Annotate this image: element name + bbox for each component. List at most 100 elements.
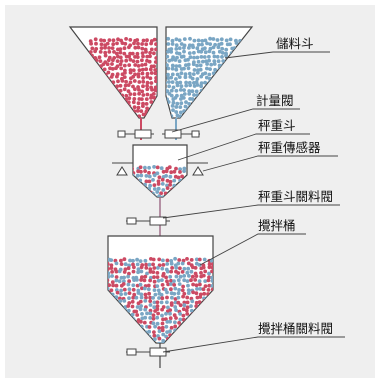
particle	[182, 184, 187, 188]
particle	[135, 173, 140, 178]
particle	[182, 322, 186, 326]
particle	[178, 266, 182, 271]
particle	[136, 267, 141, 271]
particle	[169, 278, 173, 283]
particle	[115, 51, 119, 56]
particle	[91, 104, 96, 109]
particle	[148, 183, 153, 188]
particle	[166, 97, 167, 102]
particle	[221, 59, 226, 63]
particle	[186, 117, 191, 118]
particle	[99, 97, 104, 102]
particle	[147, 291, 152, 296]
particle	[182, 92, 187, 96]
particle	[152, 109, 157, 114]
particle	[173, 305, 178, 309]
particle	[139, 304, 144, 308]
particle	[156, 179, 161, 184]
particle	[158, 38, 162, 42]
particle	[174, 274, 179, 279]
particle	[158, 77, 162, 81]
particle	[122, 334, 127, 338]
particle	[111, 38, 116, 43]
particle	[178, 317, 183, 322]
particle	[174, 88, 179, 93]
particle	[187, 332, 191, 337]
particle	[91, 62, 96, 66]
particle	[197, 257, 202, 262]
particle	[148, 76, 153, 81]
particle	[233, 87, 238, 92]
particle	[145, 311, 149, 316]
particle	[140, 58, 144, 63]
particle	[165, 258, 170, 263]
particle	[136, 41, 140, 46]
particle	[200, 96, 204, 101]
particle	[138, 259, 143, 263]
particle	[145, 75, 150, 79]
particle	[184, 325, 189, 330]
particle	[90, 75, 95, 79]
particle	[182, 274, 187, 278]
particle	[157, 341, 162, 343]
particle	[119, 330, 124, 335]
particle	[193, 325, 197, 330]
particle	[130, 114, 135, 118]
particle	[133, 178, 136, 182]
particle	[88, 50, 93, 54]
particle	[132, 97, 137, 101]
particle	[220, 46, 225, 51]
particle	[169, 261, 174, 266]
particle	[195, 55, 200, 60]
particle	[210, 316, 213, 321]
particle	[108, 334, 110, 339]
particle	[135, 262, 140, 267]
particle	[237, 96, 242, 100]
particle	[136, 45, 141, 50]
particle	[179, 118, 183, 122]
particle	[229, 80, 234, 85]
particle	[188, 83, 193, 88]
particle	[166, 72, 170, 77]
particle	[152, 113, 157, 118]
particle	[144, 102, 149, 106]
particle	[161, 71, 165, 75]
label-storage-hopper: 儲料斗	[276, 36, 314, 51]
particle	[131, 84, 135, 89]
particle	[180, 288, 185, 293]
particle	[103, 45, 107, 50]
particle	[212, 295, 213, 299]
particle	[122, 287, 127, 292]
particle	[213, 67, 218, 72]
particle	[114, 261, 119, 266]
particle	[180, 261, 185, 266]
particle	[95, 109, 99, 114]
particle	[143, 190, 148, 195]
particle	[221, 70, 226, 75]
particle	[192, 68, 197, 72]
particle	[191, 113, 195, 118]
particle	[187, 46, 191, 50]
particle	[126, 308, 131, 313]
particle	[217, 49, 222, 54]
particle	[127, 263, 131, 268]
particle	[130, 299, 135, 304]
particle	[114, 269, 119, 274]
particle	[199, 100, 204, 105]
particle	[238, 92, 243, 96]
particle	[127, 63, 132, 67]
particle	[155, 300, 160, 305]
particle	[105, 41, 110, 46]
particle	[181, 294, 186, 299]
particle	[90, 93, 95, 98]
particle	[124, 110, 129, 115]
particle	[158, 56, 162, 60]
particle	[204, 118, 208, 122]
particle	[180, 342, 185, 343]
particle	[162, 104, 166, 108]
particle	[148, 308, 153, 313]
particle	[238, 84, 243, 89]
particle	[210, 305, 213, 309]
particle	[122, 257, 127, 262]
particle	[99, 116, 103, 118]
